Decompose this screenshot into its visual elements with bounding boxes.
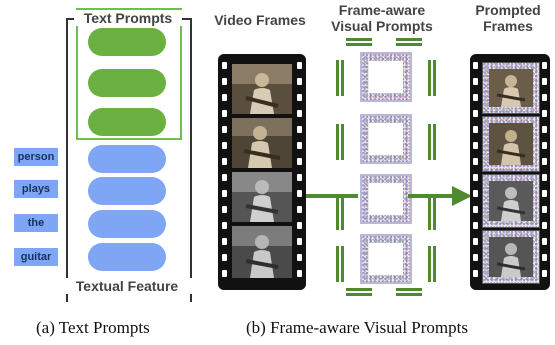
word-embedding-2 [88,177,166,205]
visual-prompts-label-line1: Frame-aware [338,2,426,18]
caption-b: (b) Frame-aware Visual Prompts [246,318,468,337]
word-the: the [14,214,58,232]
word-embedding-3 [88,210,166,238]
prompted-frame-3 [482,174,540,228]
word-embedding-1 [88,145,166,173]
word-guitar: guitar [14,248,58,266]
prompted-frame-4 [482,230,540,284]
arrow-to-prompted-frames [306,186,472,206]
video-frame-4 [232,226,292,278]
visual-prompt-4 [360,234,412,284]
video-frame-3 [232,172,292,222]
prompted-frame-2 [482,116,540,172]
prompted-frames-label-line2: Frames [483,18,533,34]
video-frames-label: Video Frames [214,12,306,28]
text-prompt-token-1 [88,28,166,56]
text-prompts-box [76,8,182,140]
visual-prompts-dashed-outline [336,38,436,296]
text-prompts-title: Text Prompts [74,10,182,26]
visual-prompt-1 [360,52,412,102]
text-prompt-token-3 [88,108,166,136]
prompted-frames-label-line1: Prompted [475,2,541,18]
word-plays: plays [14,180,58,198]
caption-a: (a) Text Prompts [36,318,150,337]
textual-feature-label: Textual Feature [62,278,192,294]
visual-prompts-label-line2: Visual Prompts [331,18,433,34]
video-reel-sprocket-holes [222,62,302,277]
visual-prompt-3 [360,174,412,224]
word-embedding-4 [88,243,166,271]
visual-prompt-2 [360,114,412,164]
word-person: person [14,148,58,166]
prompted-reel-sprocket-holes [473,62,547,277]
video-frame-1 [232,64,292,114]
video-frame-2 [232,118,292,168]
text-prompt-token-2 [88,69,166,97]
prompted-frame-1 [482,62,540,114]
